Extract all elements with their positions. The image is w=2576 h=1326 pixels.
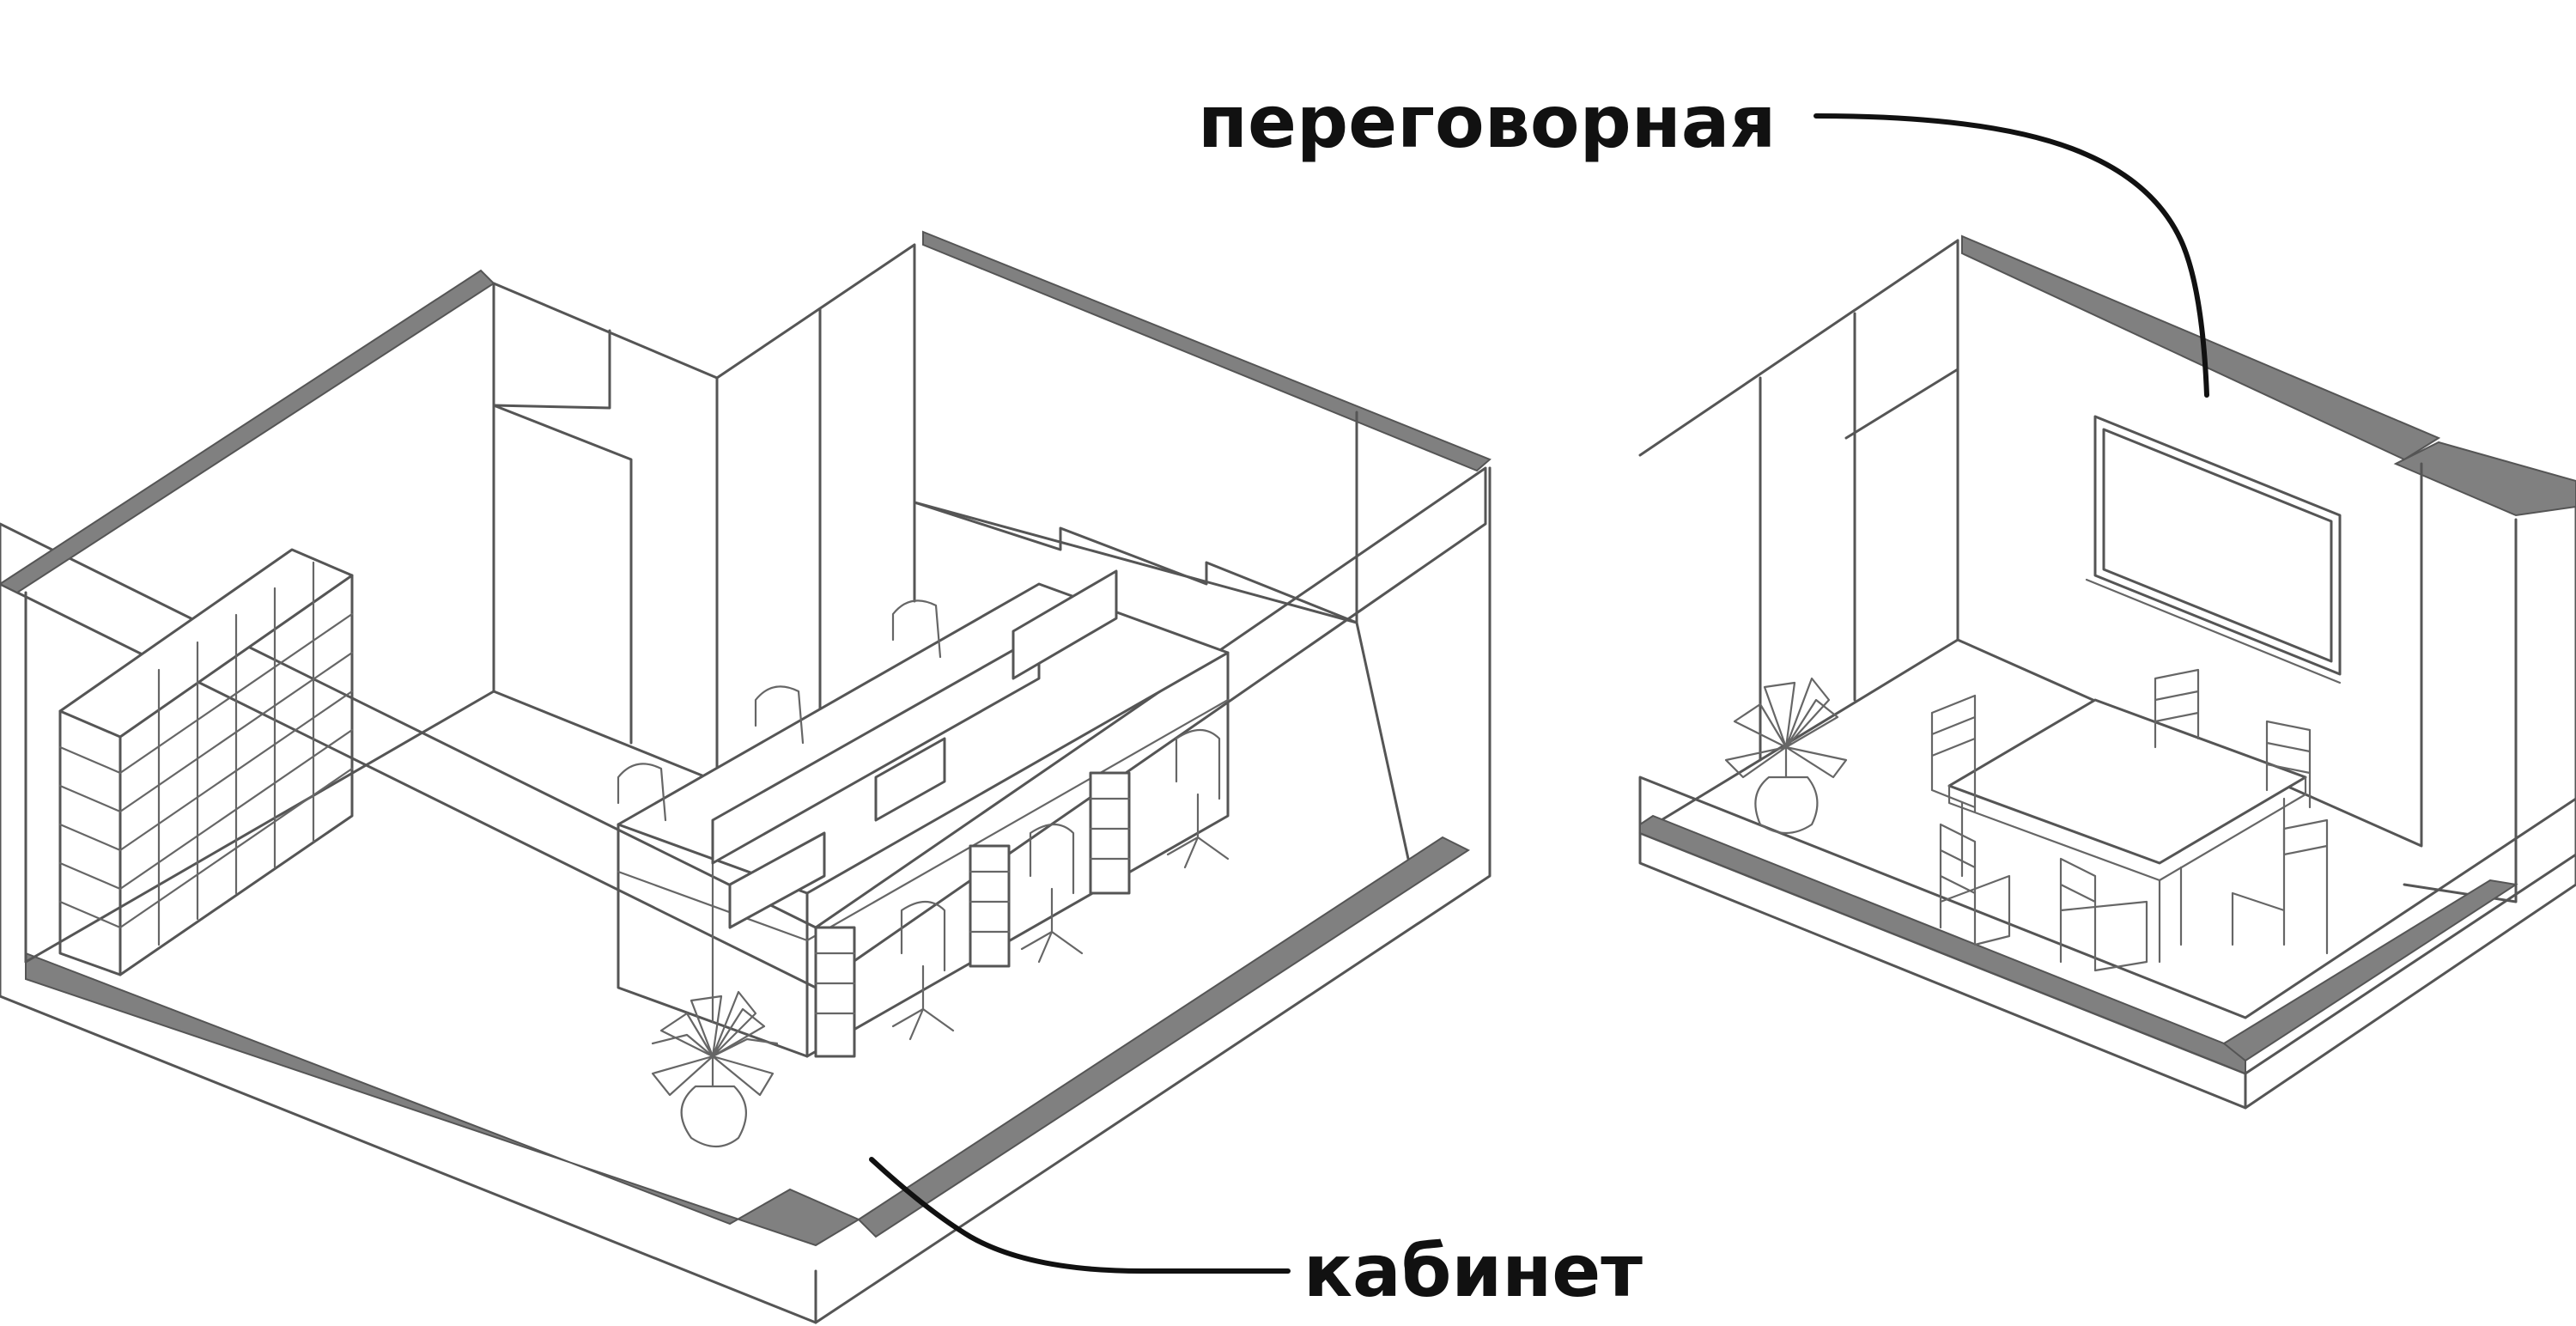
office-floor-edge-back	[492, 690, 719, 783]
meeting-room-label: переговорная	[1198, 80, 1777, 164]
meeting-wall-top-right	[1961, 234, 2441, 461]
meeting-chairs	[1930, 668, 2329, 972]
office-plant	[651, 990, 779, 1148]
office-bookshelf	[58, 548, 354, 976]
office-room	[0, 230, 1492, 1324]
meeting-back-left-wall	[1638, 239, 1959, 835]
office-floor-line-3	[1355, 621, 1410, 861]
office-panel-divider-2	[492, 404, 633, 745]
meeting-wall-top-front-right	[2222, 879, 2518, 1062]
office-partition-wall	[715, 243, 916, 500]
office-back-right-step	[913, 501, 1358, 624]
office-wall-top-left	[0, 269, 495, 594]
office-wall-top-front-left	[25, 952, 861, 1247]
office-wall-top-right	[922, 230, 1492, 472]
meeting-leader-line	[1814, 113, 2209, 398]
meeting-whiteboard	[2085, 415, 2342, 684]
meeting-plant	[1724, 677, 1848, 834]
office-desk-cluster	[617, 569, 1230, 1058]
office-panel-divider-1	[492, 329, 611, 410]
office-leader-line	[869, 1157, 1291, 1274]
office-label: кабинет	[1303, 1229, 1643, 1313]
office-left-wall-edges	[0, 582, 817, 1324]
meeting-room	[1638, 113, 2576, 1110]
office-wall-top-front-right	[857, 836, 1471, 1238]
office-back-right-wall	[913, 247, 1358, 624]
meeting-wall-top-corner	[2393, 441, 2576, 517]
